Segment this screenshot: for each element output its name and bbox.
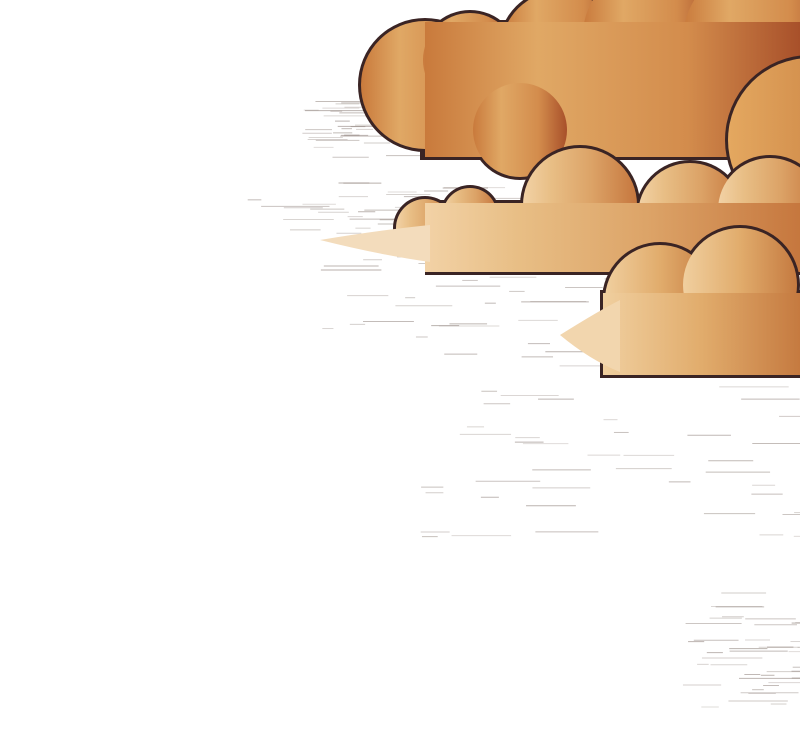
lower-cloud [560,225,800,378]
upper-cloud [358,0,800,180]
